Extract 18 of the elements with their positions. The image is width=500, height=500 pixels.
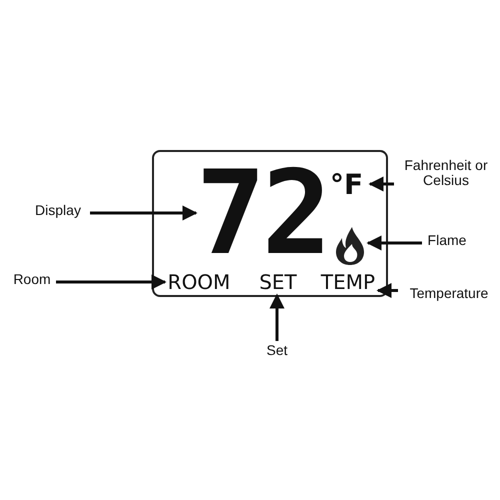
callout-label: Fahrenheit or Celsius [396,158,496,198]
screen-text: TEMP [318,271,378,295]
screen-text: SET [256,271,300,295]
temperature-digits: 72 [196,160,328,268]
callout-label: Flame [424,233,470,253]
arrow [90,206,198,220]
arrow [366,236,422,250]
arrow [56,274,166,290]
callout-label: Room [10,272,54,292]
callout-label: Temperature [400,286,498,306]
unit-symbol: °F [330,170,370,200]
arrow [376,283,398,298]
callout-label: Display [28,203,88,223]
callout-label: Set [262,343,292,363]
screen-text: ROOM [165,271,233,295]
lcd-screen [152,150,388,297]
arrow [270,294,284,341]
arrow [368,176,394,192]
